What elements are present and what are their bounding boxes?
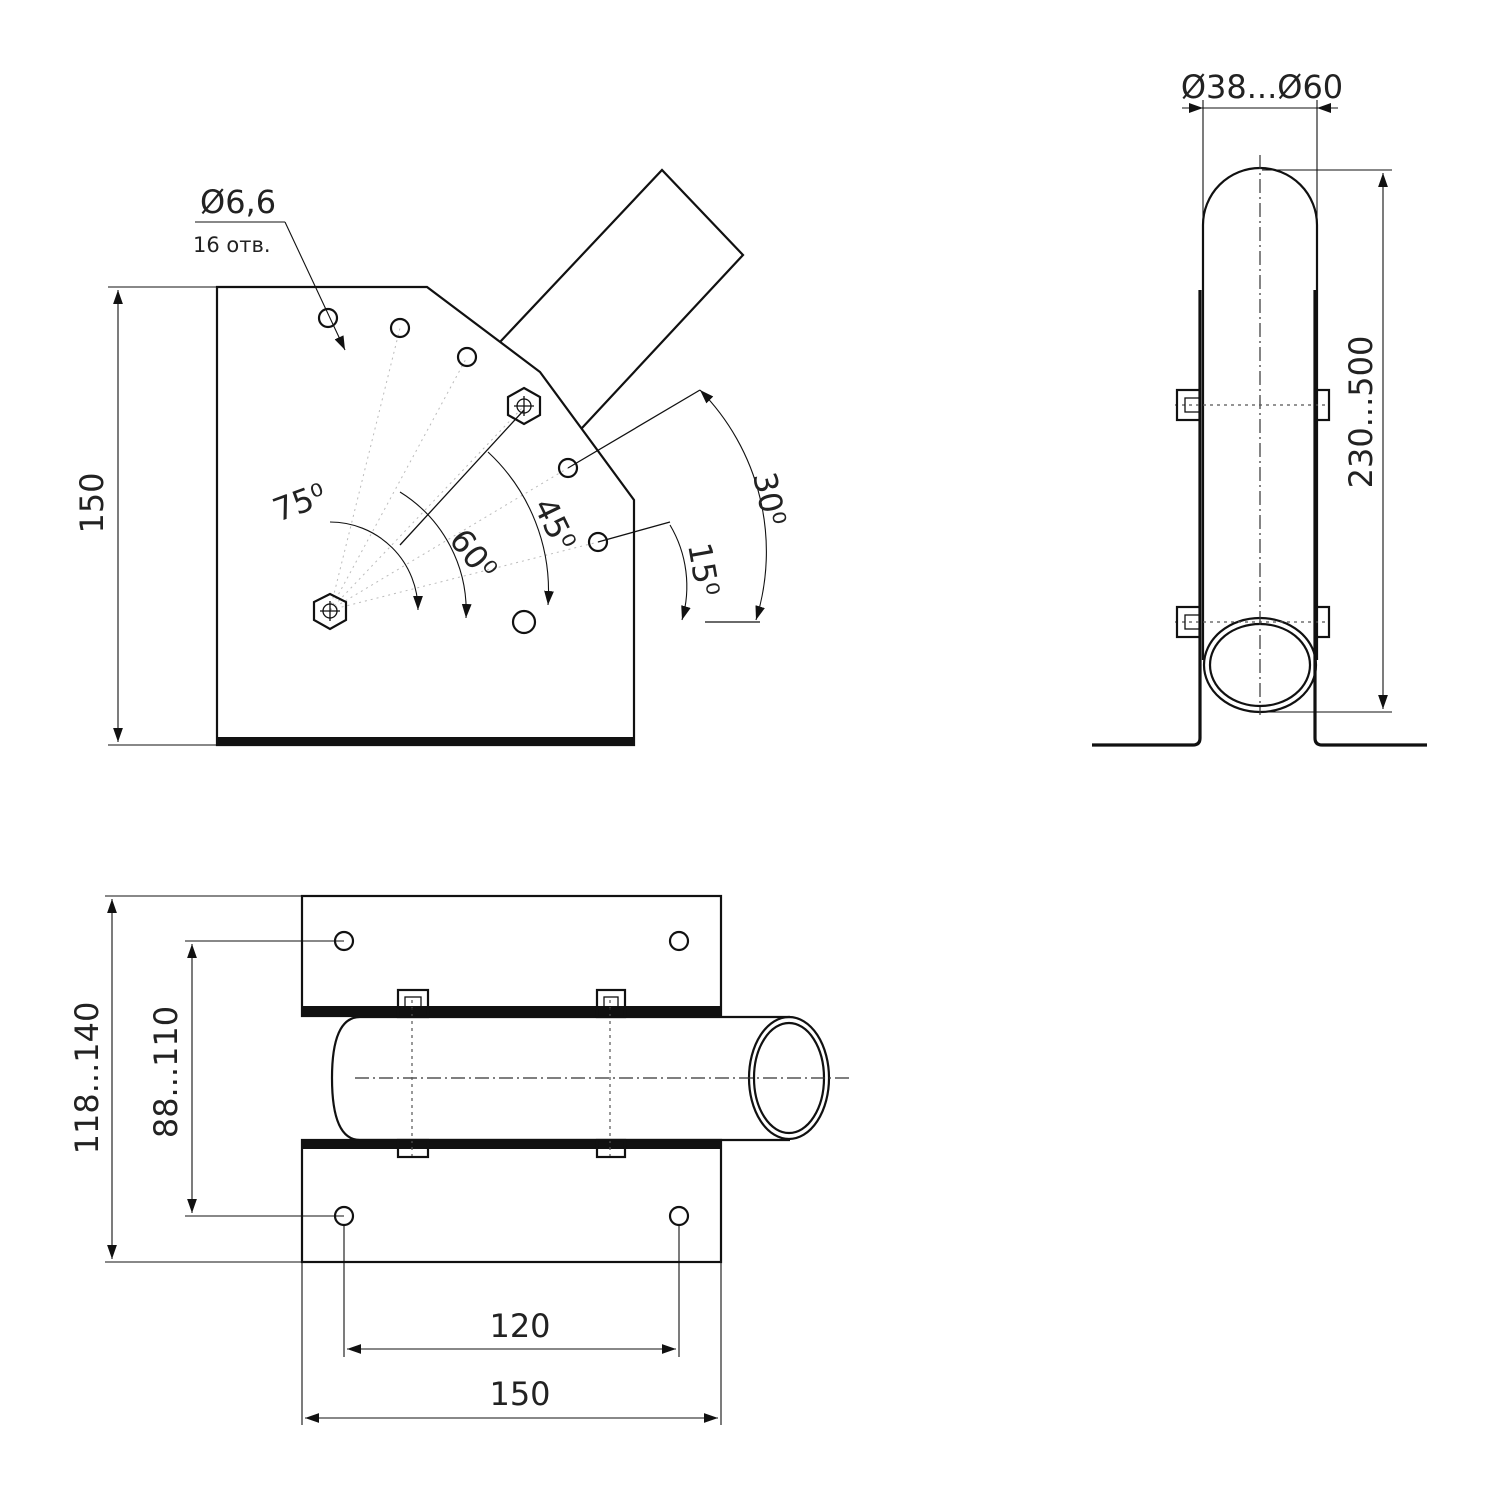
hole <box>668 1205 690 1227</box>
top-view: 118...140 88...110 120 150 <box>68 894 850 1425</box>
nut <box>1313 388 1331 422</box>
right-bracket <box>1313 290 1427 747</box>
hole <box>456 346 478 368</box>
angle-60-label: 60⁰ <box>442 522 505 588</box>
angle-75-label: 75⁰ <box>268 475 331 529</box>
angle-45-label: 45⁰ <box>526 492 584 557</box>
angle-15-label: 15⁰ <box>680 540 727 599</box>
angle-rays <box>329 327 599 611</box>
nut <box>1313 605 1331 639</box>
left-bracket <box>1092 290 1202 747</box>
pipe-outline <box>1201 166 1319 660</box>
side-view: Ø38...Ø60 230...500 <box>1092 68 1427 747</box>
plate-holes <box>317 307 609 635</box>
front-view: Ø6,6 16 отв. 150 75⁰ 60⁰ 45⁰ 30⁰ 15⁰ <box>73 168 793 747</box>
hole <box>317 307 339 329</box>
overall-width-label: 118...140 <box>68 1002 106 1155</box>
hole-spacing-width-label: 88...110 <box>147 1006 185 1138</box>
hole-diameter-label: Ø6,6 <box>200 183 276 221</box>
bracket-arm <box>499 168 745 429</box>
nut <box>396 988 430 1019</box>
bottom-plate <box>300 1138 723 1264</box>
pipe-diameter-label: Ø38...Ø60 <box>1181 68 1343 106</box>
pipe-body <box>330 1015 790 1142</box>
overall-length-label: 150 <box>489 1375 550 1413</box>
hole <box>389 317 411 339</box>
hole <box>557 457 579 479</box>
plate-base-edge <box>217 737 634 745</box>
hole <box>668 930 690 952</box>
nut <box>396 1138 430 1159</box>
hole-spacing-length-label: 120 <box>489 1307 550 1345</box>
plate-height-label: 150 <box>73 472 111 533</box>
hole <box>511 609 537 635</box>
hex-bolt <box>506 386 542 426</box>
top-plate <box>300 894 723 1018</box>
hole-count-label: 16 отв. <box>193 233 271 257</box>
hole <box>587 531 609 553</box>
nut <box>595 988 627 1019</box>
angle-30-label: 30⁰ <box>745 469 793 529</box>
hex-bolt <box>312 592 348 631</box>
nut <box>595 1138 627 1159</box>
pipe-length-label: 230...500 <box>1342 336 1380 489</box>
